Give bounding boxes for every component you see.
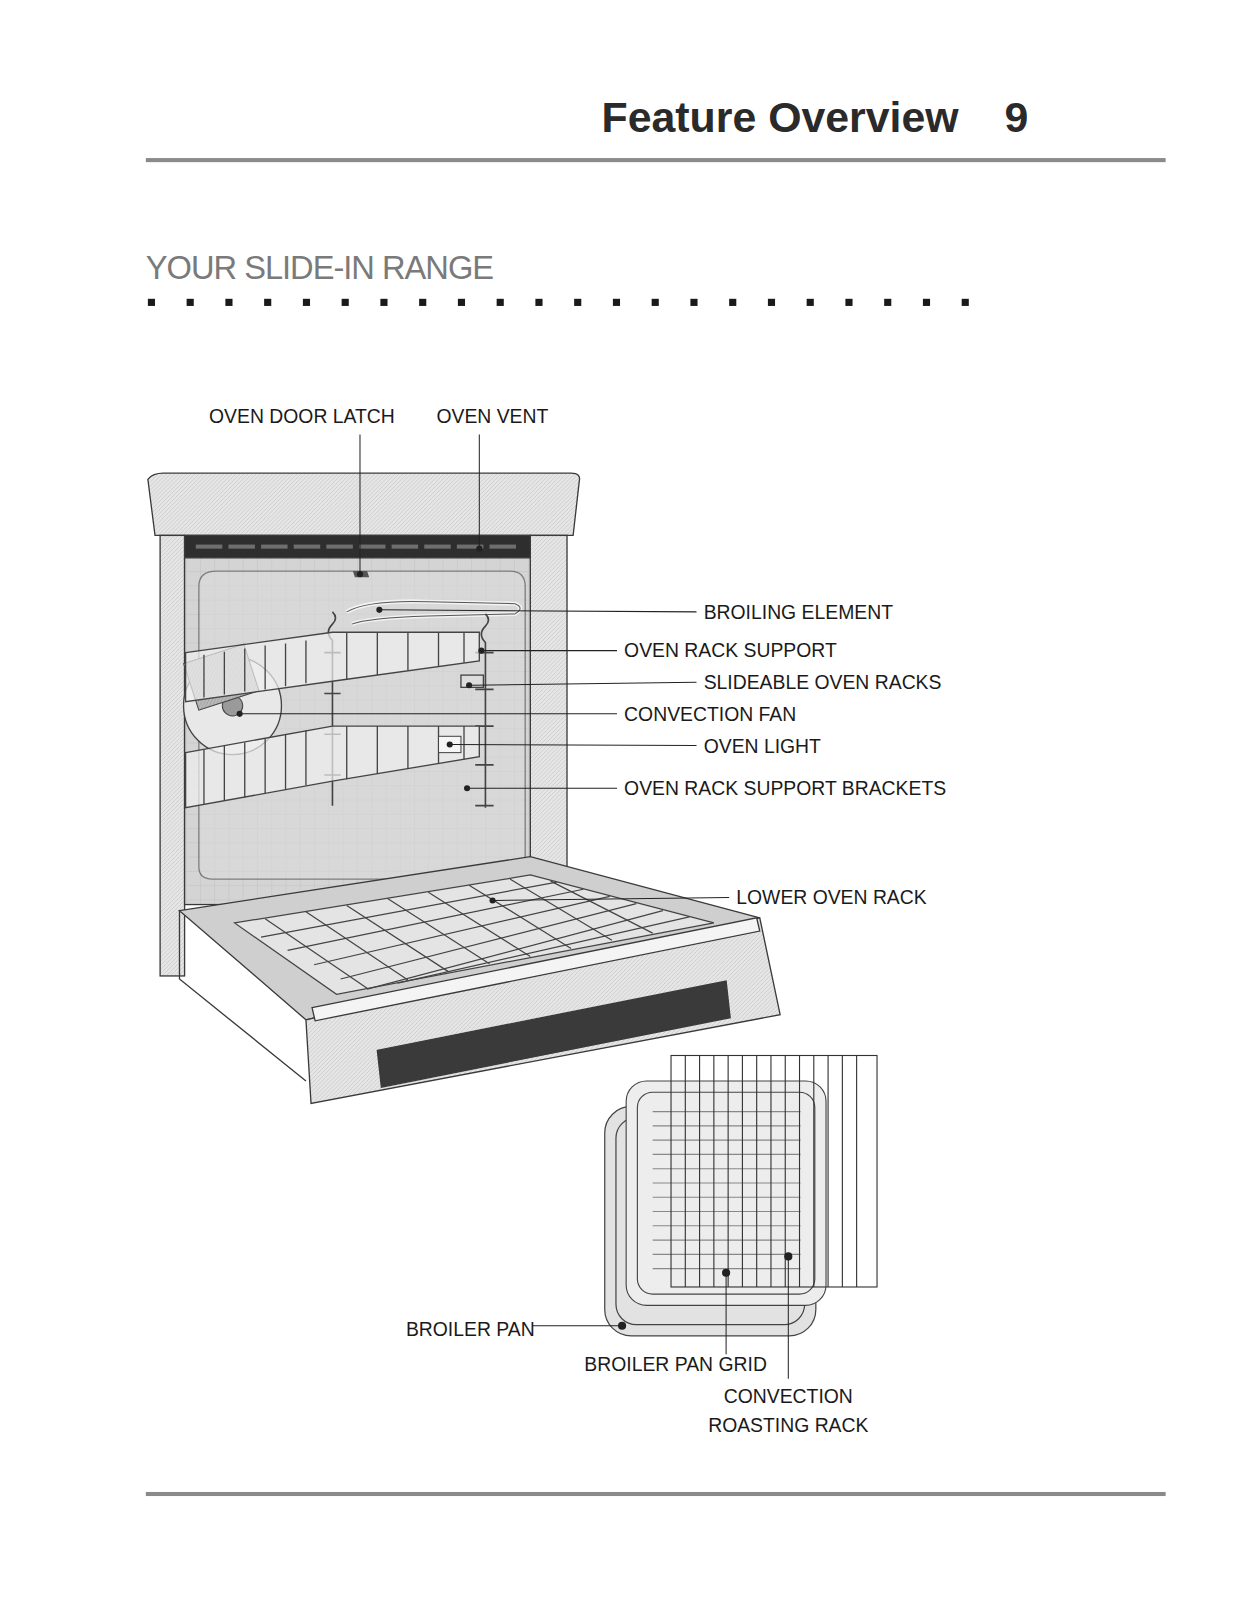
part-label-wrap: BROILING ELEMENT [704,601,893,623]
section-heading: YOUR SLIDE-IN RANGE [146,249,493,287]
part-label-wrap: CONVECTION FAN [624,703,796,725]
broiling-element-outline [347,601,520,624]
part-label: BROILER PAN [406,1318,535,1340]
oven-door [179,857,780,1104]
part-label: BROILER PAN GRID [584,1353,767,1375]
dotted-rule [148,299,969,306]
top-rule [146,158,1166,162]
part-label: OVEN DOOR LATCH [209,405,395,427]
part-label: OVEN LIGHT [704,735,821,757]
part-label: BROILING ELEMENT [704,601,893,623]
lower-oven-rack [235,875,714,994]
convection-roasting-rack [671,1055,877,1286]
broiling-element [347,601,520,624]
leader-dots [237,546,793,1330]
part-label-wrap: BROILER PAN GRID [584,1353,767,1375]
part-label: LOWER OVEN RACK [736,886,926,908]
part-label-wrap: OVEN DOOR LATCH [209,405,395,427]
page-title-wrap: Feature Overview [602,93,959,142]
part-label: SLIDEABLE OVEN RACKS [704,671,942,693]
broiler-pan-grid [626,1081,826,1305]
leader-lines [242,434,789,1378]
page-number-wrap: 9 [1005,93,1029,142]
illustration-group [146,158,1166,1496]
vent-slots [196,545,516,549]
slideable-racks [186,632,484,807]
part-label-wrap: CONVECTION ROASTING RACK [701,1382,876,1440]
part-label-wrap: OVEN LIGHT [704,735,821,757]
part-label-wrap: LOWER OVEN RACK [736,886,926,908]
part-label: OVEN VENT [436,405,548,427]
part-label-wrap: OVEN RACK SUPPORT BRACKETS [624,777,946,799]
part-label-wrap: OVEN VENT [436,405,548,427]
part-label-wrap: BROILER PAN [406,1318,535,1340]
part-label: CONVECTION ROASTING RACK [701,1382,876,1440]
page-title: Feature Overview [602,93,959,142]
part-label-wrap: SLIDEABLE OVEN RACKS [704,671,942,693]
part-label: OVEN RACK SUPPORT BRACKETS [624,777,946,799]
part-label: CONVECTION FAN [624,703,796,725]
part-label: OVEN RACK SUPPORT [624,639,837,661]
bottom-rule [146,1492,1166,1496]
part-label-wrap: OVEN RACK SUPPORT [624,639,837,661]
section-heading-wrap: YOUR SLIDE-IN RANGE [146,249,493,287]
door-latch [353,571,369,577]
page-number: 9 [1005,93,1029,142]
